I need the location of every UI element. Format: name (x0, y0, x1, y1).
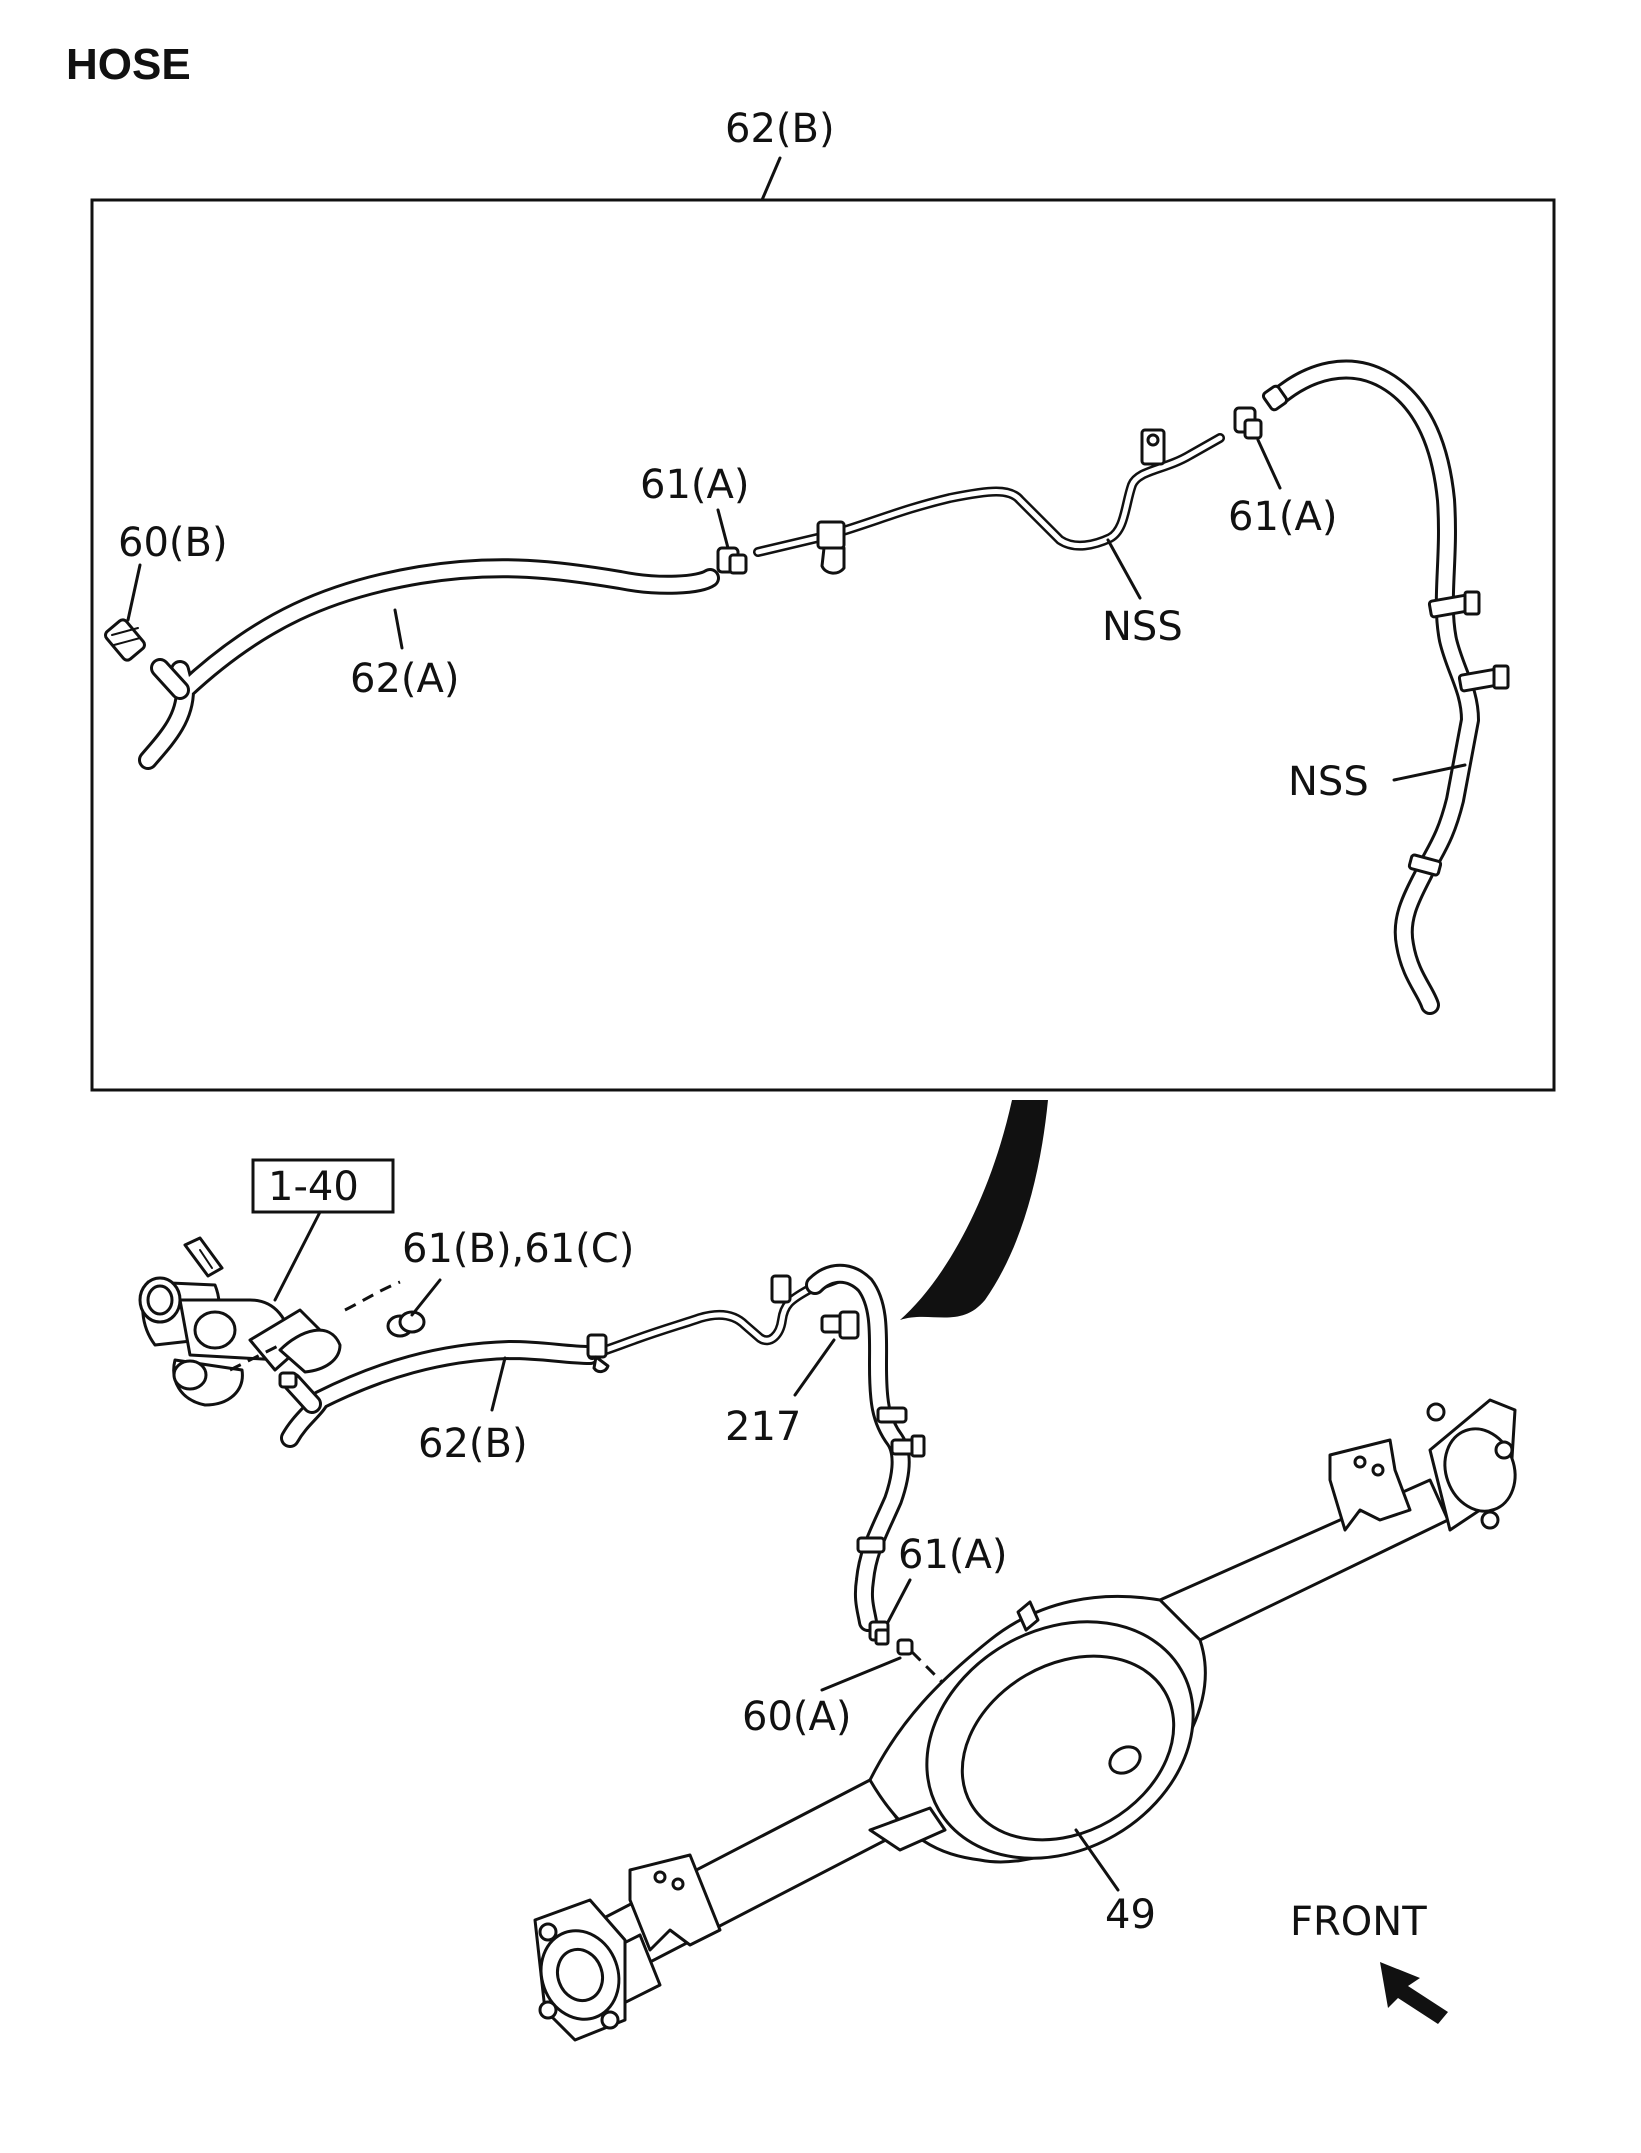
label-axle-49[interactable]: 49 (1105, 1892, 1156, 1938)
fitting-61a-detail-left[interactable] (716, 546, 748, 575)
rear-axle-49[interactable] (529, 1398, 1526, 2042)
label-fitting-61a-main[interactable]: 61(A) (898, 1532, 1007, 1578)
leader-60a (820, 1656, 902, 1692)
hose-62b-end-cap (278, 1371, 298, 1389)
leader-nss-pipe (1106, 538, 1142, 600)
label-detail-61a-left[interactable]: 61(A) (640, 462, 749, 508)
leader-61a-left (716, 508, 730, 550)
label-detail-62a[interactable]: 62(A) (350, 656, 459, 702)
leader-61a-main (886, 1578, 912, 1624)
label-detail-62b[interactable]: 62(B) (725, 106, 835, 152)
front-arrow-icon (1380, 1962, 1448, 2024)
label-bolt-217[interactable]: 217 (725, 1404, 801, 1450)
pipe-main-bracket (586, 1274, 792, 1374)
leader-217 (793, 1338, 836, 1397)
hose-nss-detail-inner (1270, 362, 1477, 1012)
fitting-61a-detail-right[interactable] (1233, 406, 1263, 440)
leader-60b (126, 563, 142, 622)
fitting-61a-main[interactable] (868, 1620, 890, 1646)
diagram-title: HOSE (66, 40, 191, 89)
label-fitting-60a[interactable]: 60(A) (742, 1694, 851, 1740)
label-detail-60b[interactable]: 60(B) (118, 520, 228, 566)
leader-62a (393, 608, 404, 650)
valve-assembly[interactable] (138, 1236, 342, 1407)
leader-nss-hose (1392, 763, 1467, 782)
detail-leader-62b (760, 156, 782, 202)
hose-axle-clamps (856, 1406, 926, 1554)
leader-61bc (410, 1278, 442, 1317)
fitting-60b-detail[interactable] (103, 618, 146, 662)
valve-dashed-line (344, 1280, 401, 1312)
label-front: FRONT (1290, 1899, 1427, 1945)
detail-view-62b: 62(B) 60(B) 62(A) 61(A) (90, 106, 1556, 1092)
label-detail-nss-hose[interactable]: NSS (1288, 759, 1369, 805)
pipe-bracket-detail (816, 520, 846, 575)
detail-callout-swoosh (900, 1100, 1048, 1320)
clip-61b-61c[interactable] (386, 1310, 426, 1338)
label-detail-61a-right[interactable]: 61(A) (1228, 494, 1337, 540)
leader-61a-right (1256, 438, 1282, 490)
reference-box-1-40[interactable]: 1-40 (251, 1158, 395, 1214)
leader-62b (490, 1356, 507, 1412)
hose-62a-end-stub-inner (153, 661, 187, 697)
pipe-nss-detail-inner (755, 435, 1223, 555)
label-detail-nss-pipe[interactable]: NSS (1102, 604, 1183, 650)
label-ref-1-40: 1-40 (268, 1164, 359, 1210)
fitting-60a-main[interactable] (896, 1638, 914, 1656)
pipe-main-inner (589, 1275, 843, 1358)
label-hose-62b[interactable]: 62(B) (418, 1421, 528, 1467)
hose-clamps-detail (1407, 590, 1510, 877)
bolt-217[interactable] (820, 1310, 860, 1340)
hose-nss-end-fitting (1261, 384, 1289, 412)
leader-ref-1-40 (273, 1210, 322, 1302)
pipe-bracket-upper-detail (1140, 428, 1166, 466)
leader-49 (1074, 1828, 1120, 1892)
detail-frame (90, 198, 1556, 1092)
label-clip-61bc[interactable]: 61(B),61(C) (402, 1226, 634, 1272)
valve-dashed-line-2 (229, 1343, 281, 1372)
